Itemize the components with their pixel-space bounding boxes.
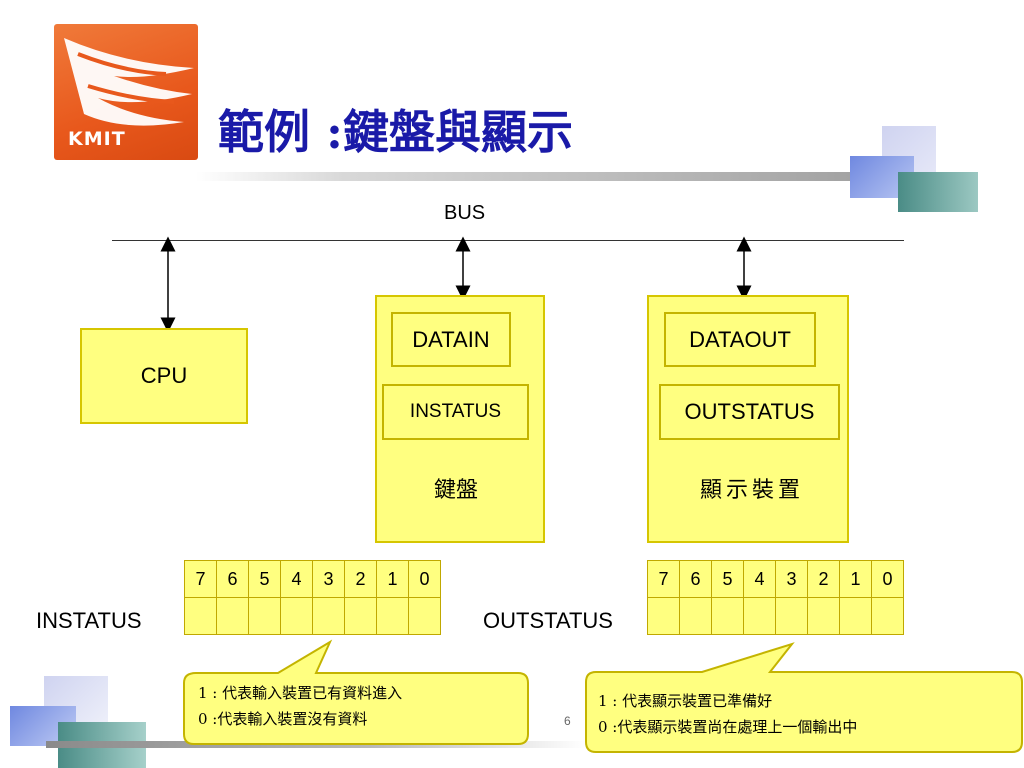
bit-value-row <box>184 597 441 635</box>
datain-label: DATAIN <box>412 326 490 352</box>
instatus-bit-table: 7 6 5 4 3 2 1 0 <box>184 560 441 635</box>
callout-right-shape <box>585 642 1023 753</box>
bit-index: 7 <box>184 560 217 598</box>
dataout-register: DATAOUT <box>664 312 816 367</box>
keyboard-label: 鍵盤 <box>434 478 479 503</box>
instatus-register-box: INSTATUS <box>382 384 529 440</box>
logo-wing-graphic <box>64 38 194 126</box>
slide-title: 範例 :鍵盤與顯示 <box>218 105 573 159</box>
outstatus-register-box: OUTSTATUS <box>659 384 840 440</box>
instatus-register-label: INSTATUS <box>36 608 142 633</box>
bit-index: 4 <box>280 560 313 598</box>
bit-cell <box>679 597 712 635</box>
bit-index: 2 <box>344 560 377 598</box>
outstatus-bit-table: 7 6 5 4 3 2 1 0 <box>647 560 904 635</box>
instatus-box-label: INSTATUS <box>409 401 502 422</box>
datain-register: DATAIN <box>391 312 511 367</box>
bit-cell <box>248 597 281 635</box>
callout-left-line2: 0 :代表輸入裝置沒有資料 <box>198 710 368 728</box>
bit-cell <box>871 597 904 635</box>
bit-cell <box>280 597 313 635</box>
callout-right-text: 1 : 代表顯示裝置已準備好 0 :代表顯示裝置尚在處理上一個輸出中 <box>598 688 857 740</box>
bit-cell <box>408 597 441 635</box>
callout-left-line1: 1 : 代表輸入裝置已有資料進入 <box>198 684 403 702</box>
bit-index: 5 <box>711 560 744 598</box>
bit-cell <box>312 597 345 635</box>
callout-left-shape <box>183 639 529 745</box>
callout-right-line2: 0 :代表顯示裝置尚在處理上一個輸出中 <box>598 718 858 736</box>
outstatus-register-label: OUTSTATUS <box>483 608 613 633</box>
bit-cell <box>807 597 840 635</box>
bit-value-row <box>647 597 904 635</box>
outstatus-box-label: OUTSTATUS <box>684 399 815 424</box>
title-underline <box>196 172 936 181</box>
bit-index-row: 7 6 5 4 3 2 1 0 <box>647 560 904 598</box>
kmit-logo: KMIT <box>54 24 198 160</box>
callout-right-line1: 1 : 代表顯示裝置已準備好 <box>598 692 773 710</box>
bit-cell <box>344 597 377 635</box>
bit-cell <box>839 597 872 635</box>
page-number: 6 <box>564 714 571 728</box>
bus-line <box>112 240 904 241</box>
cpu-box: CPU <box>80 328 248 424</box>
bit-index: 4 <box>743 560 776 598</box>
bit-index: 6 <box>679 560 712 598</box>
cpu-label: CPU <box>140 363 188 388</box>
bit-cell <box>184 597 217 635</box>
decor-square <box>898 172 978 212</box>
bus-label: BUS <box>444 202 486 224</box>
logo-text: KMIT <box>68 128 126 150</box>
bit-index: 0 <box>408 560 441 598</box>
bit-index: 0 <box>871 560 904 598</box>
display-label: 顯示裝置 <box>700 478 805 503</box>
callout-left-text: 1 : 代表輸入裝置已有資料進入 0 :代表輸入裝置沒有資料 <box>198 680 402 732</box>
dataout-label: DATAOUT <box>689 326 791 352</box>
